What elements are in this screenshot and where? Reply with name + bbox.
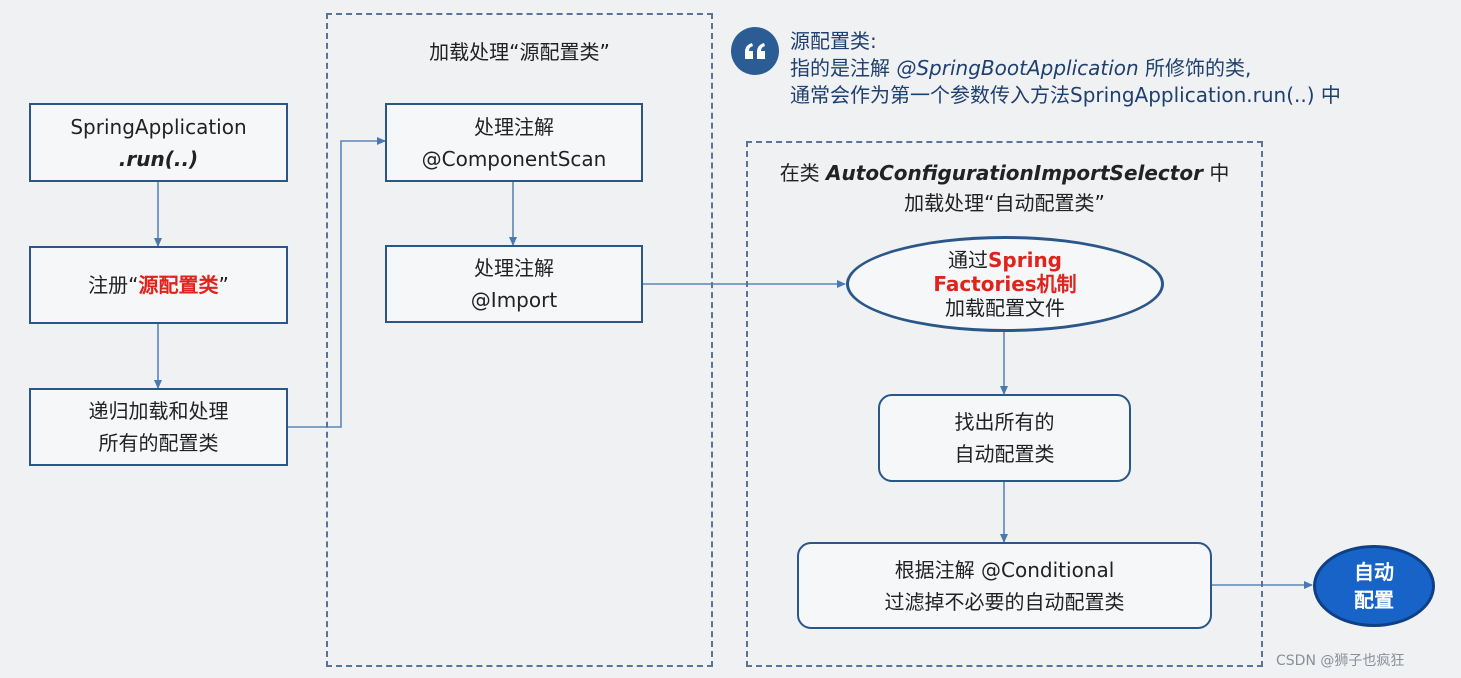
source-config-group-title: 加载处理“源配置类” bbox=[429, 40, 610, 64]
note-line2-suffix: 所修饰的类, bbox=[1145, 56, 1252, 80]
note-line-2: 指的是注解 @SpringBootApplication 所修饰的类, bbox=[790, 55, 1430, 82]
conditional-line2: 过滤掉不必要的自动配置类 bbox=[884, 589, 1125, 614]
quote-icon bbox=[731, 27, 779, 75]
auto-config-title-line1: 在类 AutoConfigurationImportSelector 中 bbox=[746, 158, 1263, 188]
source-config-processing-group bbox=[326, 13, 713, 667]
title-prefix: 在类 bbox=[779, 161, 820, 185]
note-line-3: 通常会作为第一个参数传入方法SpringApplication.run(..) … bbox=[790, 83, 1341, 107]
auto-config-result-circle: 自动 配置 bbox=[1313, 545, 1435, 627]
componentscan-line1: 处理注解 bbox=[474, 114, 554, 139]
register-highlight: 源配置类 bbox=[138, 273, 219, 297]
auto-config-group-title: 在类 AutoConfigurationImportSelector 中 加载处… bbox=[746, 158, 1263, 218]
import-line1: 处理注解 bbox=[474, 256, 554, 280]
register-suffix: ” bbox=[218, 273, 229, 297]
conditional-line1: 根据注解 @Conditional bbox=[894, 557, 1115, 582]
arrow-recursive-to-componentscan bbox=[288, 137, 386, 428]
recursive-box-line2: 所有的配置类 bbox=[98, 431, 219, 455]
auto-config-processing-group bbox=[746, 141, 1263, 667]
ellipse-line3: 加载配置文件 bbox=[945, 296, 1065, 320]
componentscan-line2: @ComponentScan bbox=[421, 146, 607, 171]
ellipse-line1: 通过Spring bbox=[948, 248, 1062, 272]
componentscan-box: 处理注解 @ComponentScan bbox=[385, 103, 643, 182]
find-line2: 自动配置类 bbox=[954, 442, 1055, 466]
title-class-name: AutoConfigurationImportSelector bbox=[826, 161, 1203, 185]
source-config-note: 源配置类: 指的是注解 @SpringBootApplication 所修饰的类… bbox=[790, 28, 1430, 109]
find-auto-config-box: 找出所有的 自动配置类 bbox=[878, 394, 1131, 482]
recursive-load-box: 递归加载和处理 所有的配置类 bbox=[29, 388, 288, 466]
conditional-filter-box: 根据注解 @Conditional 过滤掉不必要的自动配置类 bbox=[797, 542, 1212, 629]
result-line1: 自动 bbox=[1354, 560, 1394, 584]
register-source-config-box: 注册“源配置类” bbox=[29, 246, 288, 324]
result-line2: 配置 bbox=[1354, 588, 1394, 612]
register-prefix: 注册“ bbox=[88, 273, 139, 297]
ellipse-factories: Factories机制 bbox=[933, 272, 1077, 296]
find-line1: 找出所有的 bbox=[954, 410, 1055, 434]
note-annotation: @SpringBootApplication bbox=[896, 56, 1139, 80]
springapplication-run-box: SpringApplication .run(..) bbox=[29, 103, 288, 182]
import-line2: @Import bbox=[470, 288, 558, 312]
note-line2-prefix: 指的是注解 bbox=[790, 56, 890, 80]
recursive-box-line1: 递归加载和处理 bbox=[88, 399, 229, 423]
ellipse-prefix: 通过 bbox=[948, 248, 988, 272]
watermark: CSDN @狮子也疯狂 bbox=[1276, 653, 1405, 669]
run-box-line2: .run(..) bbox=[118, 146, 199, 171]
spring-factories-ellipse: 通过Spring Factories机制 加载配置文件 bbox=[846, 236, 1164, 332]
ellipse-spring: Spring bbox=[988, 248, 1062, 272]
register-box-text: 注册“源配置类” bbox=[88, 269, 229, 301]
title-suffix: 中 bbox=[1209, 161, 1230, 185]
auto-config-title-line2: 加载处理“自动配置类” bbox=[904, 191, 1105, 215]
note-title: 源配置类: bbox=[790, 29, 877, 53]
run-box-line1: SpringApplication bbox=[70, 114, 247, 139]
import-box: 处理注解 @Import bbox=[385, 245, 643, 323]
